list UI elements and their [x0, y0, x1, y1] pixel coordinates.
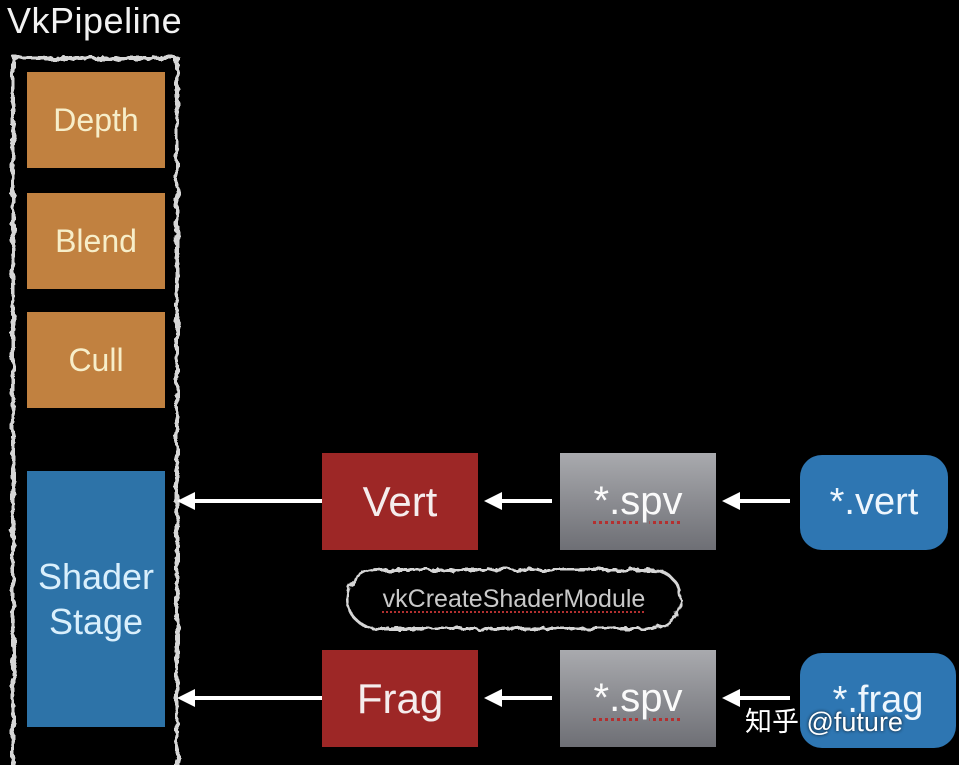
stage-shader-stage: Shader Stage	[27, 471, 165, 727]
stage-shader-stage-label: Shader Stage	[37, 556, 155, 642]
vert-source-file-label: *.vert	[829, 481, 919, 523]
stage-depth-label: Depth	[53, 101, 139, 138]
page-title: VkPipeline	[7, 0, 183, 41]
stage-cull: Cull	[27, 312, 165, 408]
stage-blend: Blend	[27, 193, 165, 289]
arrow-vertfile-to-spv-icon	[722, 492, 790, 510]
vkcreateshadermodule-text: vkCreateShaderModule	[382, 584, 646, 613]
spv-module-box-vert: *.spv	[560, 453, 716, 550]
frag-shader-box: Frag	[322, 650, 478, 747]
frag-source-file-label: *.frag	[832, 679, 924, 721]
stage-blend-label: Blend	[55, 222, 137, 259]
pipeline-outline	[11, 56, 179, 765]
frag-shader-label: Frag	[356, 674, 444, 722]
vert-shader-box: Vert	[322, 453, 478, 550]
watermark: 知乎 @future	[745, 707, 903, 737]
vert-source-file-box: *.vert	[800, 455, 948, 550]
spv-module-box-frag: *.spv	[560, 650, 716, 747]
arrow-fragfile-to-spv-icon	[722, 689, 790, 707]
stage-cull-label: Cull	[68, 341, 124, 378]
arrow-vert-to-shader-stage-icon	[177, 492, 322, 510]
vert-shader-label: Vert	[362, 477, 438, 525]
spv-module-frag-label: *.spv	[593, 676, 683, 720]
arrow-spv-to-vert-icon	[484, 492, 552, 510]
frag-source-file-box: *.frag	[800, 653, 956, 748]
vkcreateshadermodule-outline	[346, 568, 682, 630]
arrow-frag-to-shader-stage-icon	[177, 689, 322, 707]
stage-depth: Depth	[27, 72, 165, 168]
arrow-spv-to-frag-icon	[484, 689, 552, 707]
spv-module-vert-label: *.spv	[593, 479, 683, 523]
vkcreateshadermodule-label: vkCreateShaderModule	[346, 568, 682, 630]
